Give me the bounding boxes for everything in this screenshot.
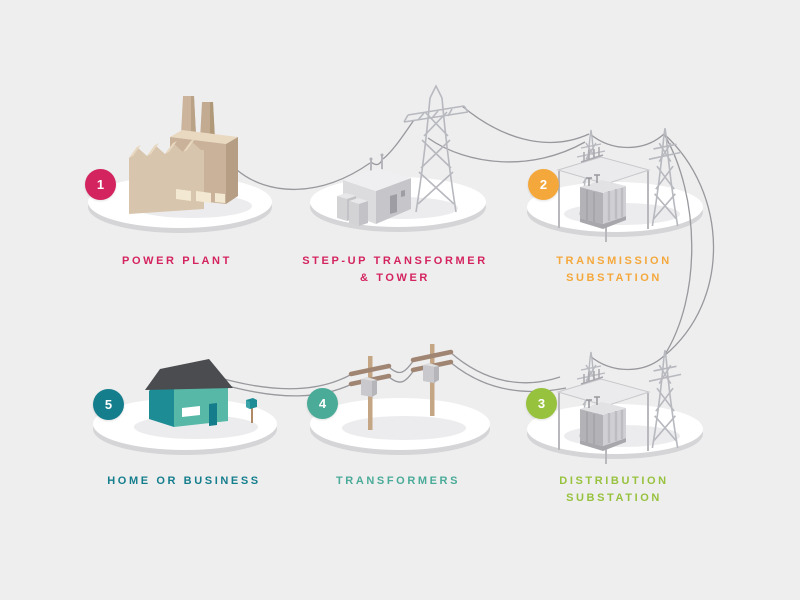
house-icon — [145, 359, 233, 427]
badge-number: 1 — [96, 177, 105, 192]
label-line: TRANSMISSION — [556, 255, 672, 267]
power-lines — [223, 105, 715, 397]
crossarms — [348, 349, 454, 387]
label-line: DISTRIBUTION — [559, 475, 669, 487]
platform-transformers — [310, 398, 490, 455]
power-line — [663, 133, 693, 357]
label-line: HOME OR BUSINESS — [107, 475, 261, 487]
power-line — [589, 355, 665, 371]
mailbox-icon — [246, 398, 257, 423]
label-line: SUBSTATION — [566, 492, 662, 504]
power-line — [236, 162, 371, 191]
power-line — [382, 119, 415, 160]
power-line — [589, 133, 665, 149]
equipment-boxes-icon — [337, 193, 368, 226]
label-transmission-substation: TRANSMISSION SUBSTATION — [504, 253, 724, 287]
power-line — [223, 373, 353, 390]
badge-transformers: 4 — [307, 388, 338, 419]
label-step-up-transformer: STEP-UP TRANSFORMER & TOWER — [285, 253, 505, 287]
badge-transmission: 2 — [528, 169, 559, 200]
label-line: TRANSFORMERS — [335, 475, 461, 487]
badge-number: 5 — [104, 397, 113, 412]
power-line — [663, 133, 715, 357]
power-line — [370, 159, 383, 166]
label-home-or-business: HOME OR BUSINESS — [74, 473, 294, 490]
utility-poles-icon — [348, 344, 454, 430]
label-distribution-substation: DISTRIBUTION SUBSTATION — [504, 473, 724, 507]
label-line: STEP-UP TRANSFORMER — [302, 255, 488, 267]
power-plant-icon — [129, 96, 238, 214]
power-line — [461, 105, 590, 144]
label-transformers: TRANSFORMERS — [288, 473, 508, 490]
badge-number: 2 — [539, 177, 548, 192]
badge-distribution: 3 — [526, 388, 557, 419]
power-line — [449, 361, 567, 393]
label-line: POWER PLANT — [122, 255, 232, 267]
label-line: & TOWER — [360, 272, 430, 284]
power-line — [387, 359, 415, 374]
step-up-building-icon — [337, 153, 411, 226]
badge-number: 3 — [537, 396, 546, 411]
transmission-tower-icon — [403, 84, 469, 213]
pole-transformer-box — [361, 363, 439, 397]
badge-home: 5 — [93, 389, 124, 420]
label-line: SUBSTATION — [566, 272, 662, 284]
power-line — [227, 383, 353, 397]
badge-number: 4 — [318, 396, 327, 411]
power-line — [387, 369, 415, 383]
power-line — [449, 351, 561, 384]
badge-power-plant: 1 — [85, 169, 116, 200]
label-power-plant: POWER PLANT — [67, 253, 287, 270]
